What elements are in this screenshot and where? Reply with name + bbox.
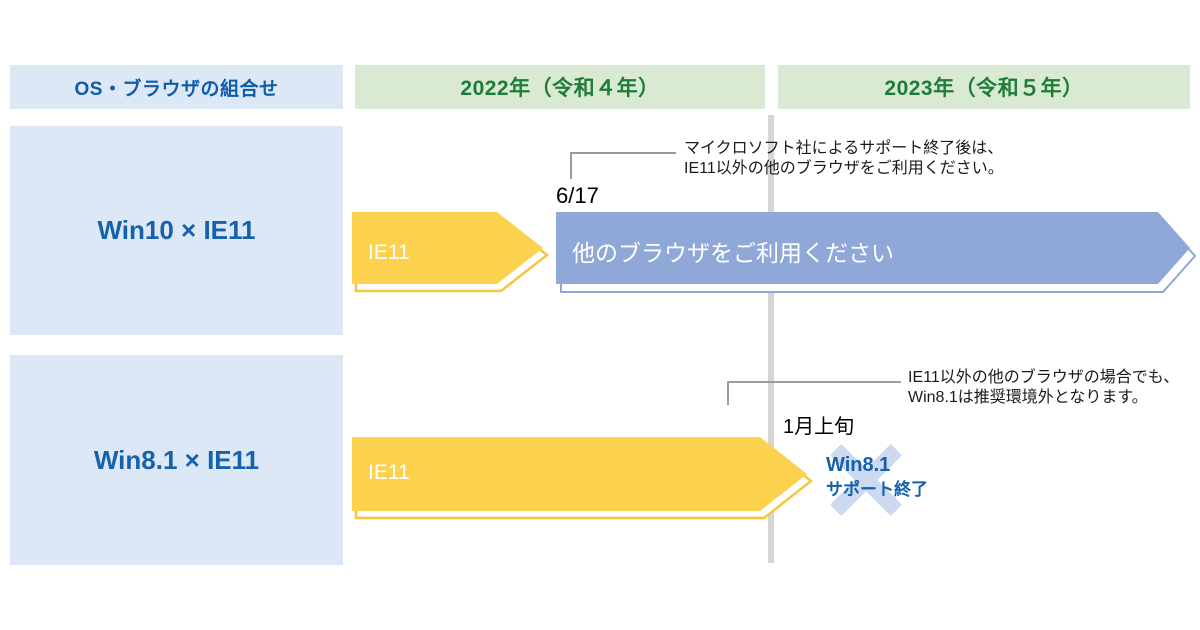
win81-support-end-label: Win8.1 サポート終了 bbox=[826, 452, 928, 500]
arrow-body bbox=[352, 437, 807, 511]
date-label-early-january: 1月上旬 bbox=[783, 416, 855, 438]
os-box-win81-ie11: Win8.1 × IE11 bbox=[10, 355, 343, 565]
header-os-browser-combination: OS・ブラウザの組合せ bbox=[10, 65, 343, 109]
date-label-617: 6/17 bbox=[556, 183, 599, 208]
ie11-arrow-label: IE11 bbox=[368, 241, 410, 264]
support-end-line1: Win8.1 bbox=[826, 454, 891, 476]
note-line: IE11以外の他のブラウザの場合でも、 bbox=[908, 369, 1180, 386]
support-end-line2: サポート終了 bbox=[826, 480, 928, 499]
note-microsoft-support-end: マイクロソフト社によるサポート終了後は、 IE11以外の他のブラウザをご利用くだ… bbox=[684, 139, 1004, 179]
header-year-2023: 2023年（令和５年） bbox=[778, 65, 1190, 109]
callout-bracket-row1 bbox=[570, 152, 572, 179]
arrow-body bbox=[352, 212, 543, 284]
use-other-browser-arrow bbox=[556, 212, 1197, 293]
ie11-arrow-label: IE11 bbox=[368, 461, 410, 484]
arrow-body bbox=[556, 212, 1190, 284]
ie11-arrow-win10 bbox=[352, 212, 550, 293]
use-other-browser-label: 他のブラウザをご利用ください bbox=[572, 240, 894, 266]
note-line: マイクロソフト社によるサポート終了後は、 bbox=[684, 140, 1004, 157]
ie11-arrow-win81 bbox=[352, 437, 814, 520]
header-year-2022: 2022年（令和４年） bbox=[355, 65, 765, 109]
callout-bracket-row1 bbox=[570, 152, 676, 154]
callout-bracket-row2 bbox=[727, 381, 729, 405]
note-line: IE11以外の他のブラウザをご利用ください。 bbox=[684, 160, 1004, 177]
note-line: Win8.1は推奨環境外となります。 bbox=[908, 389, 1148, 406]
callout-bracket-row2 bbox=[727, 381, 901, 383]
os-box-win10-ie11: Win10 × IE11 bbox=[10, 126, 343, 335]
note-win81-not-recommended: IE11以外の他のブラウザの場合でも、 Win8.1は推奨環境外となります。 bbox=[908, 368, 1179, 408]
year-divider-line bbox=[768, 115, 774, 563]
